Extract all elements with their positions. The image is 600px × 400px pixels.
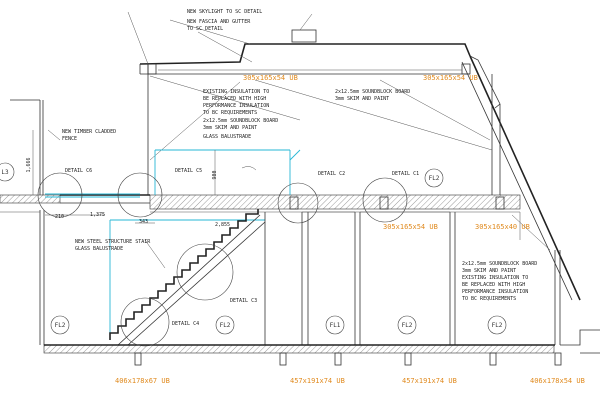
dim-1666: 1,666: [26, 157, 32, 172]
note-insul-top-3: PERFORMANCE INSULATION: [203, 103, 269, 109]
note-sound-right-1: 2x12.5mm SOUNDBLOCK BOARD: [462, 261, 537, 267]
label-detail-c1: DETAIL C1: [392, 171, 419, 177]
note-fence-1: NEW TIMBER CLADDED: [62, 129, 116, 135]
fence: [10, 99, 61, 345]
detail-circle-c5: [117, 172, 163, 218]
grid-tag-fl2-top: FL2: [424, 168, 444, 188]
note-glass-bal-top: GLASS BALUSTRADE: [203, 134, 251, 140]
beam-roof-right: 305x165x54 UB: [423, 74, 478, 82]
grid-tag-fl2-b: FL2: [215, 315, 235, 335]
beam-roof-left: 305x165x54 UB: [243, 74, 298, 82]
beam-base-1: 406x178x67 UB: [115, 377, 170, 385]
note-sound-mid-1: 2x12.5mm SOUNDBLOCK BOARD: [203, 118, 278, 124]
detail-labels: DETAIL C6 DETAIL C5 DETAIL C2 DETAIL C1 …: [65, 168, 419, 327]
roof-structure: [127, 11, 581, 301]
svg-text:FL2: FL2: [55, 322, 66, 329]
beam-base-2: 457x191x74 UB: [290, 377, 345, 385]
note-fence-2: FENCE: [62, 136, 77, 142]
columns: [264, 211, 561, 345]
detail-circle-c3: [176, 243, 234, 301]
beam-floor-mid: 305x165x54 UB: [383, 223, 438, 231]
dimensions: 1,666 210 1,375 343 900 2,855: [26, 130, 230, 228]
svg-text:L3: L3: [1, 169, 9, 176]
label-detail-c3: DETAIL C3: [230, 298, 257, 304]
beam-floor-right: 305x165x40 UB: [475, 223, 530, 231]
grid-tag-l3: L3: [0, 162, 15, 182]
beam-base-4: 406x178x54 UB: [530, 377, 585, 385]
note-sound-mid-2: 3mm SKIM AND PAINT: [203, 125, 257, 131]
note-insul-right-1: EXISTING INSULATION TO: [462, 275, 528, 281]
svg-text:FL2: FL2: [402, 322, 413, 329]
svg-text:FL2: FL2: [429, 175, 440, 182]
beam-base-3: 457x191x74 UB: [402, 377, 457, 385]
detail-circle-c2: [277, 182, 319, 224]
detail-circle-c6: [37, 172, 83, 218]
note-stair-2: GLASS BALUSTRADE: [75, 246, 123, 252]
note-stair-1: NEW STEEL STRUCTURE STAIR: [75, 239, 151, 245]
note-fascia-1: NEW FASCIA AND GUTTER: [187, 19, 251, 25]
note-insul-right-3: PERFORMANCE INSULATION: [462, 289, 528, 295]
detail-circles: [37, 166, 408, 347]
svg-text:FL2: FL2: [220, 322, 231, 329]
note-insul-top-1: EXISTING INSULATION TO: [203, 89, 269, 95]
label-detail-c2: DETAIL C2: [318, 171, 345, 177]
grid-tags: L3 FL2 FL2 FL2 FL1 FL2 FL2: [0, 162, 507, 335]
note-skylight: NEW SKYLIGHT TO SC DETAIL: [187, 9, 262, 15]
note-insul-right-2: BE REPLACED WITH HIGH: [462, 282, 525, 288]
note-fascia-2: TO SC DETAIL: [187, 26, 223, 32]
dim-1375: 1,375: [90, 212, 105, 218]
dim-900: 900: [212, 170, 218, 179]
note-sound-top-1: 2x12.5mm SOUNDBLOCK BOARD: [335, 89, 410, 95]
note-insul-top-4: TO BC REQUIREMENTS: [203, 110, 257, 116]
note-insul-top-2: BE REPLACED WITH HIGH: [203, 96, 266, 102]
dim-2855: 2,855: [215, 222, 230, 228]
first-floor-slab: [0, 194, 521, 213]
beam-labels: 305x165x54 UB 305x165x54 UB 305x165x54 U…: [115, 74, 585, 385]
dim-343: 343: [139, 219, 148, 225]
glass-rooflight: [45, 149, 301, 340]
steel-stair: [109, 209, 266, 346]
dim-210: 210: [55, 214, 64, 220]
grid-tag-fl2-d: FL2: [487, 315, 507, 335]
svg-text:FL2: FL2: [492, 322, 503, 329]
grid-tag-fl2-a: FL2: [50, 315, 70, 335]
detail-circle-c1: [362, 177, 408, 223]
note-insul-right-4: TO BC REQUIREMENTS: [462, 296, 516, 302]
note-sound-right-2: 3mm SKIM AND PAINT: [462, 268, 516, 274]
label-detail-c6: DETAIL C6: [65, 168, 92, 174]
base-slab: [0, 211, 600, 366]
grid-tag-fl1-a: FL1: [325, 315, 345, 335]
note-sound-top-2: 3mm SKIM AND PAINT: [335, 96, 389, 102]
svg-text:FL1: FL1: [330, 322, 341, 329]
label-detail-c4: DETAIL C4: [172, 321, 199, 327]
label-detail-c5: DETAIL C5: [175, 168, 202, 174]
grid-tag-fl2-c: FL2: [397, 315, 417, 335]
detail-circle-c4: [120, 297, 170, 347]
annotation-notes: NEW SKYLIGHT TO SC DETAIL NEW FASCIA AND…: [62, 9, 537, 302]
